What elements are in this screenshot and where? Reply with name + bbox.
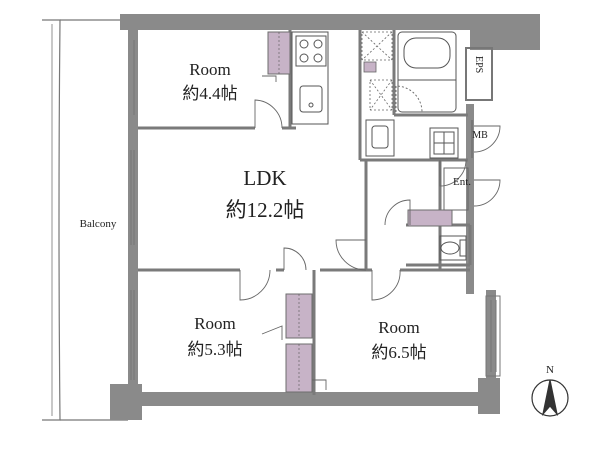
balcony-area xyxy=(42,19,128,421)
mb-label: MB xyxy=(472,130,488,141)
room-se-name: Room xyxy=(378,318,420,337)
toilet xyxy=(439,235,467,261)
kitchen-fixtures xyxy=(291,31,329,125)
room-sw-name: Room xyxy=(194,314,236,333)
north-arrow-icon xyxy=(531,379,569,417)
pantry-shelf xyxy=(363,61,377,73)
windows xyxy=(130,40,501,380)
washbasin xyxy=(365,119,459,159)
ldk-name: LDK xyxy=(243,166,287,190)
room-north-name: Room xyxy=(189,60,231,79)
entrance-area xyxy=(443,120,473,211)
room-sw-size: 約5.3帖 xyxy=(187,340,243,359)
storage-hatching xyxy=(278,32,300,392)
appliance-spaces xyxy=(361,31,393,111)
bathtub xyxy=(397,31,457,113)
room-se-size: 約6.5帖 xyxy=(371,343,427,362)
room-north-size: 約4.4帖 xyxy=(182,84,238,103)
closet-doors xyxy=(261,75,327,390)
eps-label: EPS xyxy=(473,56,484,74)
entrance-label: Ent. xyxy=(452,176,472,188)
balcony-label: Balcony xyxy=(79,218,117,230)
north-label: N xyxy=(546,364,554,376)
ldk-size: 約12.2帖 xyxy=(225,198,305,222)
door-swings xyxy=(239,85,501,301)
